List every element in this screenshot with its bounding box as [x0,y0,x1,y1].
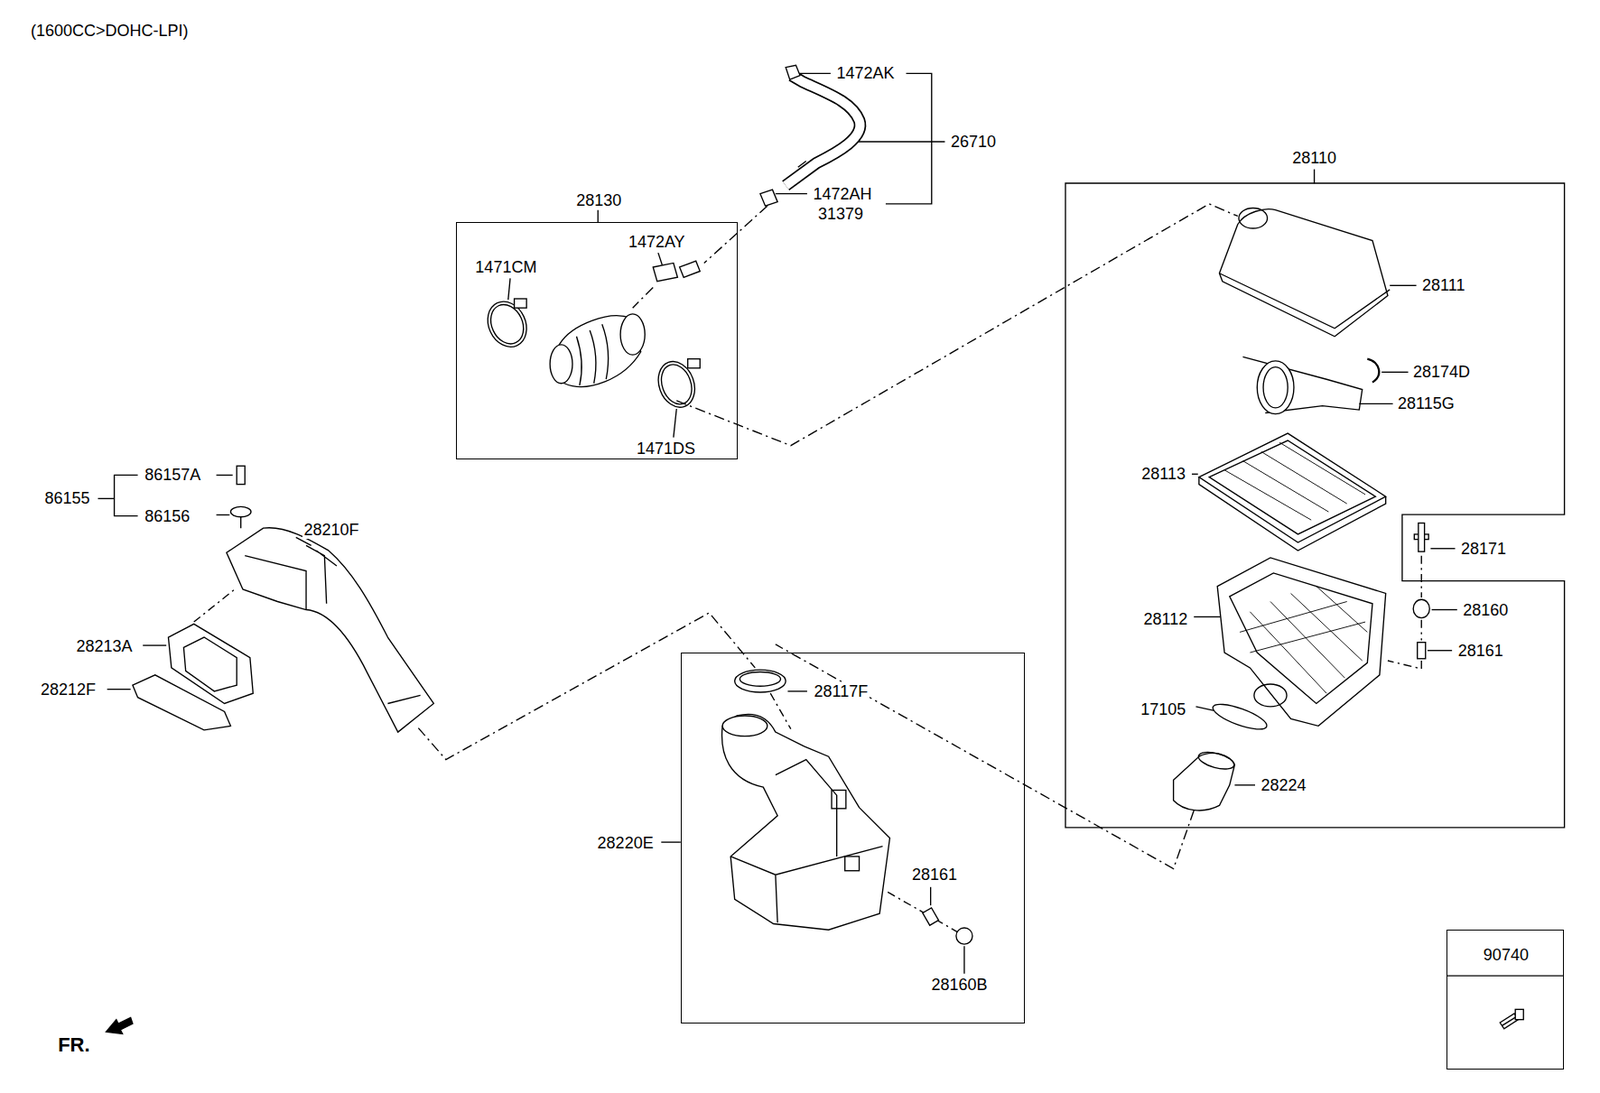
callout-number: 17105 [1138,700,1188,719]
group-number: 90740 [1481,946,1531,965]
callout-number: 1472AH [810,185,874,204]
callout-number: 28213A [74,637,134,656]
callout-number: 28160 [1460,601,1510,620]
callout-number: 86155 [42,489,92,508]
callout-number: 28161 [910,865,959,884]
group-box: 28110 [1065,183,1565,828]
callout-number: 28224 [1259,776,1309,795]
group-number: 28220E [595,834,656,853]
callout-number: 28111 [1420,276,1467,295]
group-box: 28220E [680,652,1025,1024]
callout-number: 28113 [1139,465,1188,484]
callout-number: 1471DS [634,439,698,458]
callout-number: 28212F [38,680,98,699]
callout-number: 28112 [1142,610,1191,629]
callout-number: 31379 [816,204,866,224]
callout-number: 28210F [302,520,362,540]
callout-number: 1471CM [473,258,539,277]
diagram-title: (1600CC>DOHC-LPI) [30,21,189,40]
group-number: 28110 [1290,148,1339,168]
group-number: 28130 [574,191,624,210]
callout-number: 28160B [930,976,990,995]
callout-number: 1472AK [834,64,896,83]
box-divider [1447,976,1563,977]
box-outline [1065,183,1565,828]
front-indicator: FR. [55,1034,92,1057]
callout-number: 28115G [1395,394,1457,413]
callout-number: 28174D [1411,362,1472,382]
box-outline-path [1065,183,1565,828]
callout-number: 26710 [948,132,998,151]
callout-number: 86156 [142,507,192,526]
callout-number: 28117F [812,682,871,701]
callout-number: 86157A [142,465,203,484]
group-box: 90740 [1446,930,1564,1070]
callout-number: 28161 [1456,641,1506,661]
callout-number: 1472AY [626,232,688,252]
callout-number: 28171 [1459,539,1508,559]
